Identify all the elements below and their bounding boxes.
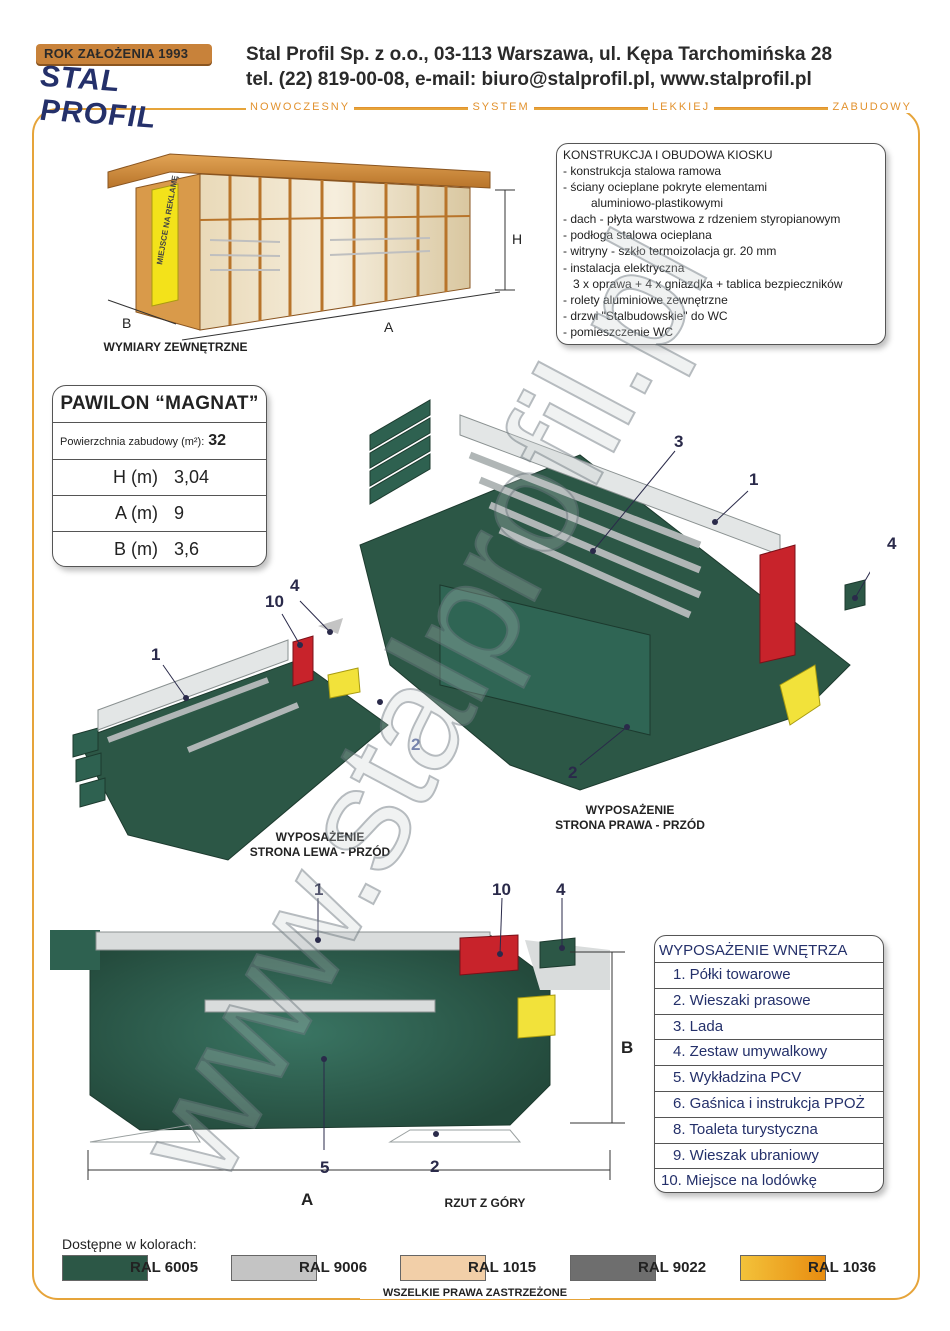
color-swatch <box>400 1255 486 1281</box>
callout-4: 4 <box>290 576 300 595</box>
tagline-word: NOWOCZESNY <box>246 101 355 113</box>
color-swatch-label: RAL 1036 <box>808 1259 877 1276</box>
color-swatch-label: RAL 9022 <box>638 1259 707 1276</box>
spec-item: 3 x oprawa + 4 x gniazdka + tablica bezp… <box>573 276 843 291</box>
spec-title: KONSTRUKCJA I OBUDOWA KIOSKU <box>563 148 773 162</box>
exterior-caption: WYMIARY ZEWNĘTRZNE <box>103 340 248 354</box>
equipment-item: 9. Wieszak ubraniowy <box>655 1144 883 1170</box>
equipment-item: 5. Wykładzina PCV <box>655 1066 883 1092</box>
callout-1: 1 <box>314 880 324 899</box>
logo-roof <box>36 44 212 64</box>
pavilion-title: PAWILON “MAGNAT” <box>53 386 266 423</box>
callout-3: 3 <box>674 432 684 451</box>
right-view-caption-1: WYPOSAŻENIE <box>585 803 675 817</box>
interior-right-view <box>359 399 870 791</box>
color-swatch <box>740 1255 826 1281</box>
callout-2: 2 <box>430 1157 440 1176</box>
stal-profil-logo: ROK ZAŁOŻENIA 1993 STAL PROFIL <box>30 40 220 135</box>
callout-10: 10 <box>492 880 511 899</box>
area-value: 32 <box>208 432 227 449</box>
colors-label: Dostępne w kolorach: <box>62 1236 197 1252</box>
spec-item: - drzwi "Stalbudowskie" do WC <box>563 308 728 323</box>
company-address: Stal Profil Sp. z o.o., 03-113 Warszawa,… <box>246 44 833 65</box>
spec-item: - podłoga stalowa ocieplana <box>563 228 712 243</box>
equipment-item: 4. Zestaw umywalkowy <box>655 1040 883 1067</box>
area-label: Powierzchnia zabudowy (m²): <box>60 436 205 448</box>
dim-b-label: B <box>122 315 131 331</box>
callout-5: 5 <box>320 1158 330 1177</box>
pavilion-info-box: PAWILON “MAGNAT” Powierzchnia zabudowy (… <box>52 385 267 567</box>
dimension-key: B (m) <box>114 539 158 559</box>
equipment-list-box: WYPOSAŻENIE WNĘTRZA 1. Półki towarowe 2.… <box>654 935 884 1193</box>
dimension-row: H (m) 3,04 <box>53 460 266 496</box>
color-swatch-label: RAL 1015 <box>468 1259 537 1276</box>
kiosk-exterior-illustration: MIEJSCE NA REKLAMĘ H B A <box>107 153 522 341</box>
top-view-caption: RZUT Z GÓRY <box>444 1196 526 1210</box>
construction-spec-box: KONSTRUKCJA I OBUDOWA KIOSKU - konstrukc… <box>556 143 886 345</box>
spec-item: - rolety aluminiowe zewnętrzne <box>563 292 728 307</box>
color-swatch <box>231 1255 317 1281</box>
dimension-key: H (m) <box>113 467 158 487</box>
dimension-row: B (m) 3,6 <box>53 532 266 566</box>
spec-item: - pomieszczenie WC <box>563 324 674 339</box>
logo-year: ROK ZAŁOŻENIA 1993 <box>44 46 189 61</box>
copyright-notice: WSZELKIE PRAWA ZASTRZEŻONE <box>360 1287 590 1299</box>
dimension-value: 3,6 <box>174 539 200 559</box>
right-view-caption-2: STRONA PRAWA - PRZÓD <box>555 818 705 832</box>
spec-item: - witryny - szkło termoizolacja gr. 20 m… <box>563 244 777 259</box>
equipment-item: 1. Półki towarowe <box>655 963 883 989</box>
equipment-item: 6. Gaśnica i instrukcja PPOŻ <box>655 1092 883 1118</box>
equipment-item: 8. Toaleta turystyczna <box>655 1118 883 1144</box>
equipment-item: 2. Wieszaki prasowe <box>655 989 883 1015</box>
callout-10: 10 <box>265 592 284 611</box>
spec-item: - instalacja elektryczna <box>563 260 685 275</box>
spec-item: - ściany ocieplane pokryte elementami <box>563 180 768 195</box>
dim-a-label: A <box>384 319 394 335</box>
dimension-row: A (m) 9 <box>53 496 266 532</box>
callout-2: 2 <box>568 763 578 782</box>
plan-dim-a: A <box>301 1190 314 1209</box>
equipment-item: 3. Lada <box>655 1015 883 1041</box>
spec-item: aluminiowo-plastikowymi <box>591 196 724 211</box>
callout-2: 2 <box>411 735 421 754</box>
logo-name: STAL PROFIL <box>40 59 156 135</box>
company-contact: tel. (22) 819-00-08, e-mail: biuro@stalp… <box>246 69 812 90</box>
left-view-caption-1: WYPOSAŻENIE <box>275 830 365 844</box>
callout-1: 1 <box>749 470 759 489</box>
tagline-word: SYSTEM <box>468 101 534 113</box>
tagline: NOWOCZESNY SYSTEM LEKKIEJ ZABUDOWY <box>246 100 917 114</box>
tagline-word: LEKKIEJ <box>648 101 715 113</box>
dimension-value: 3,04 <box>174 467 210 487</box>
spec-item: - konstrukcja stalowa ramowa <box>563 164 722 178</box>
color-swatch-label: RAL 6005 <box>130 1259 199 1276</box>
dimension-value: 9 <box>174 503 185 523</box>
color-swatch <box>570 1255 656 1281</box>
spec-item: - dach - płyta warstwowa z rdzeniem styr… <box>563 212 841 227</box>
dimension-key: A (m) <box>115 503 158 523</box>
interior-left-view <box>72 600 389 861</box>
callout-4: 4 <box>887 534 897 553</box>
pavilion-area: Powierzchnia zabudowy (m²):32 <box>53 423 266 460</box>
plan-dim-b: B <box>621 1038 634 1057</box>
dim-h-label: H <box>512 231 522 247</box>
color-swatch <box>62 1255 148 1281</box>
color-swatch-label: RAL 9006 <box>299 1259 368 1276</box>
callout-4: 4 <box>556 880 566 899</box>
equipment-item: 10. Miejsce na lodówkę <box>661 1172 817 1190</box>
callout-1: 1 <box>151 645 161 664</box>
left-view-caption-2: STRONA LEWA - PRZÓD <box>249 845 391 859</box>
tagline-word: ZABUDOWY <box>828 101 917 113</box>
equipment-title: WYPOSAŻENIE WNĘTRZA <box>655 936 883 963</box>
top-plan-view <box>50 897 625 1180</box>
